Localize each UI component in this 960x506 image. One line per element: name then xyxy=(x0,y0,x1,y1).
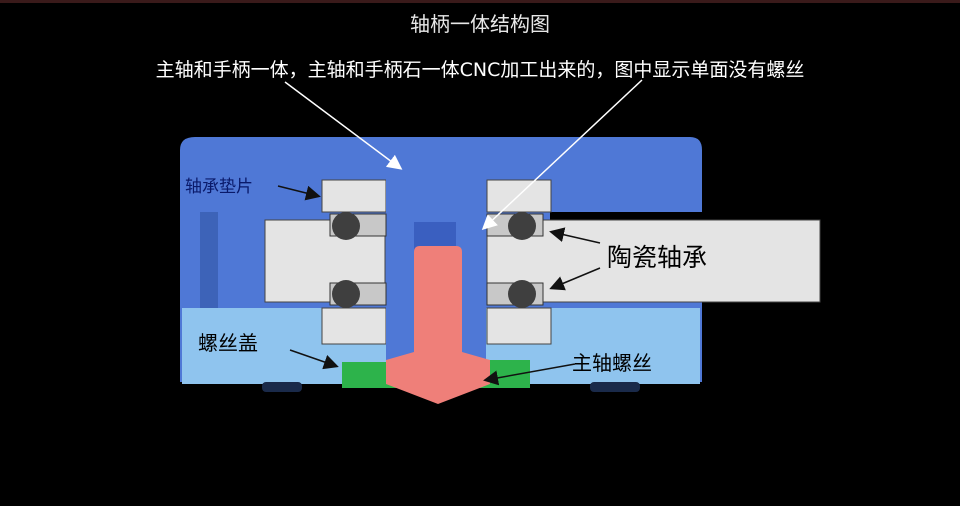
subtitle-arrow-left xyxy=(284,81,403,170)
subtitle-arrow-right xyxy=(481,79,643,231)
screw-cap-arrow xyxy=(289,349,339,370)
bearing-shim-arrow xyxy=(277,185,321,201)
housing-groove xyxy=(200,212,218,308)
bearing-shim-left-bottom xyxy=(321,307,387,345)
ceramic-bearing-balls xyxy=(329,212,544,308)
diagram-subtitle: 主轴和手柄一体，主轴和手柄石一体CNC加工出来的，图中显示单面没有螺丝 xyxy=(155,59,805,81)
bearing-shim-label: 轴承垫片 xyxy=(185,177,253,197)
ceramic-bearing-arrow-bottom xyxy=(549,267,601,291)
bearing-shim-left-top xyxy=(321,179,387,213)
bearing-shim-right-bottom xyxy=(486,307,552,345)
ceramic-bearing-arrow-top xyxy=(549,227,601,244)
spindle-screw-label: 主轴螺丝 xyxy=(572,351,652,375)
bearing-shim-right-top xyxy=(486,179,552,213)
diagram-title: 轴柄一体结构图 xyxy=(410,12,550,36)
ceramic-ball xyxy=(508,280,536,308)
pink-spindle xyxy=(386,246,490,404)
ceramic-ball xyxy=(332,212,360,240)
ceramic-ball xyxy=(332,280,360,308)
base-foot xyxy=(262,382,302,392)
spindle-screw-arrow xyxy=(483,363,576,386)
ceramic-ball xyxy=(508,212,536,240)
base-foot xyxy=(590,382,640,392)
ceramic-bearing-label: 陶瓷轴承 xyxy=(607,243,707,272)
screw-cap-label: 螺丝盖 xyxy=(198,331,258,355)
top-border-line xyxy=(0,0,960,3)
